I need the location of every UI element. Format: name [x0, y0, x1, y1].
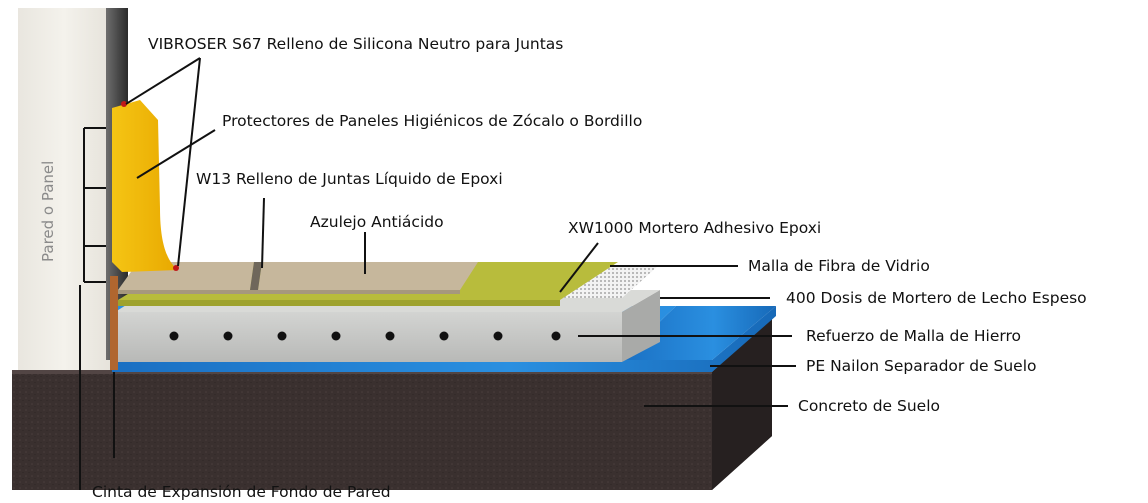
label-xw1000: XW1000 Mortero Adhesivo Epoxi — [568, 219, 821, 237]
iron-mesh-dots — [169, 331, 561, 341]
skirting-protector — [112, 100, 178, 272]
leader-lines — [79, 57, 796, 490]
pe-separator-edge — [112, 306, 776, 372]
label-iron: Refuerzo de Malla de Hierro — [806, 327, 1021, 345]
concrete-slab-side — [712, 316, 772, 490]
tile-joint — [250, 262, 262, 290]
silicone-top-bead — [121, 101, 127, 107]
expansion-tape — [110, 276, 118, 370]
mortar-bed-front — [115, 312, 622, 362]
tile-2 — [258, 262, 478, 290]
panel-bracket — [83, 127, 106, 283]
label-silicone: VIBROSER S67 Relleno de Silicona Neutro … — [148, 35, 563, 53]
label-w13: W13 Relleno de Juntas Líquido de Epoxi — [196, 170, 503, 188]
label-protectors: Protectores de Paneles Higiénicos de Zóc… — [222, 112, 642, 130]
silicone-bottom-bead — [173, 265, 179, 271]
wall-label: Pared o Panel — [39, 161, 57, 262]
label-concrete: Concreto de Suelo — [798, 397, 940, 415]
fiberglass-mesh — [548, 266, 658, 298]
label-tile: Azulejo Antiácido — [310, 213, 444, 231]
epoxy-adhesive-front — [118, 300, 560, 306]
label-tape: Cinta de Expansión de Fondo de Pared — [92, 483, 391, 501]
mortar-bed-side — [622, 290, 660, 362]
concrete-slab — [12, 316, 772, 490]
label-mesh: Malla de Fibra de Vidrio — [748, 257, 930, 275]
label-pe: PE Nailon Separador de Suelo — [806, 357, 1037, 375]
pe-separator — [620, 306, 776, 360]
label-mortar: 400 Dosis de Mortero de Lecho Espeso — [786, 289, 1087, 307]
